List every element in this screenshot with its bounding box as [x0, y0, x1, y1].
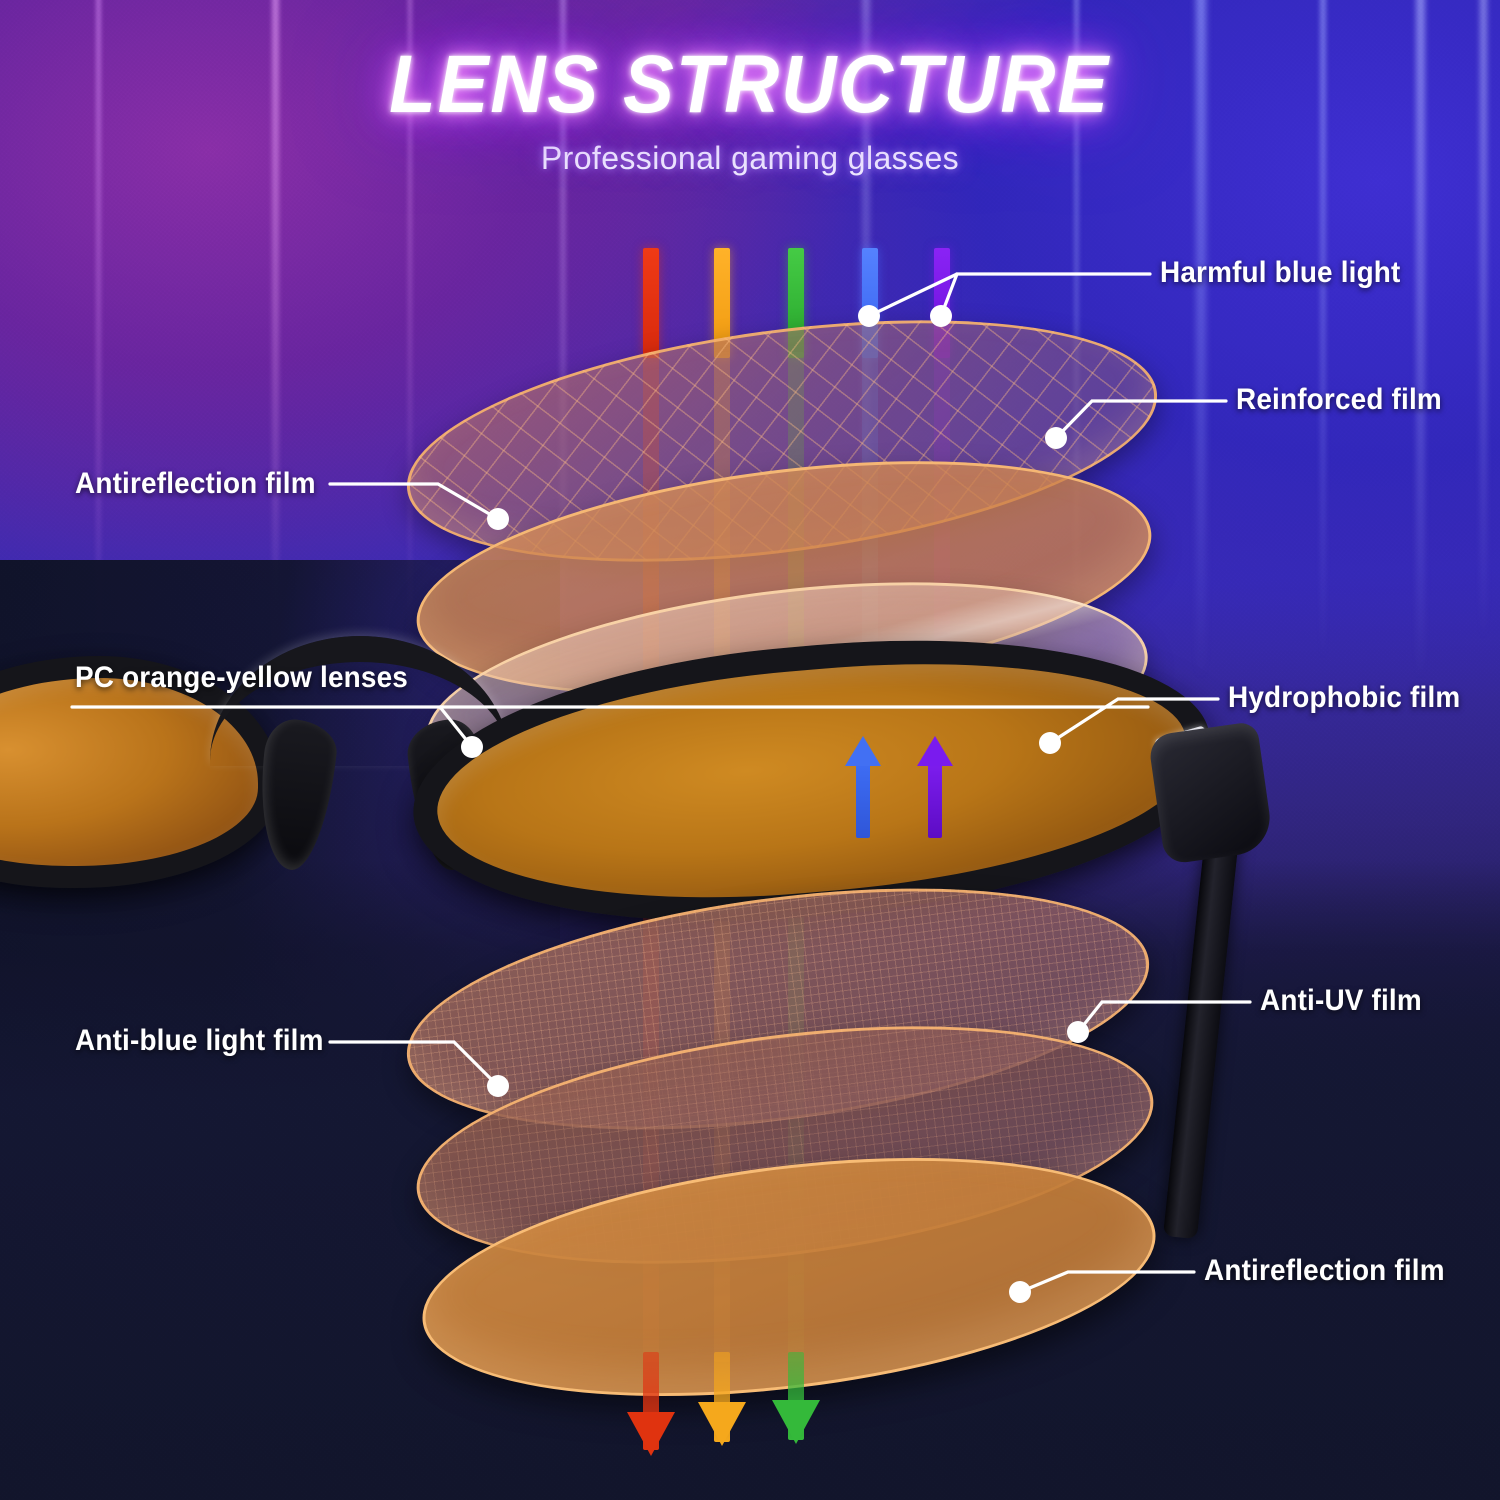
callout-label-harmful-blue-light: Harmful blue light	[1160, 256, 1401, 289]
glasses-temple-joint	[1147, 720, 1275, 866]
callout-label-antireflection-film-top: Antireflection film	[75, 467, 316, 500]
callout-label-pc-orange-yellow-lenses: PC orange-yellow lenses	[75, 661, 408, 694]
glasses-photo	[0, 611, 1280, 1240]
beam-blue-arrowhead-up	[845, 736, 881, 766]
callout-label-reinforced-film: Reinforced film	[1236, 383, 1442, 416]
beam-red	[643, 248, 659, 358]
callout-label-antireflection-film-bottom: Antireflection film	[1204, 1254, 1445, 1287]
page-title: LENS STRUCTURE	[389, 39, 1111, 130]
page-subtitle: Professional gaming glasses	[540, 140, 960, 176]
beam-blue-reflected	[856, 760, 870, 838]
callout-label-hydrophobic-film: Hydrophobic film	[1228, 681, 1461, 714]
beam-green-arrowhead-down	[772, 1400, 820, 1444]
beam-red-arrowhead-down	[627, 1412, 675, 1456]
callout-label-anti-blue-light-film: Anti-blue light film	[75, 1024, 324, 1057]
beam-orange	[714, 248, 730, 358]
callout-label-anti-uv-film: Anti-UV film	[1260, 984, 1422, 1017]
header: LENS STRUCTURE Professional gaming glass…	[0, 38, 1500, 177]
beam-violet-reflected	[928, 760, 942, 838]
beam-violet-arrowhead-up	[917, 736, 953, 766]
beam-orange-arrowhead-down	[698, 1402, 746, 1446]
